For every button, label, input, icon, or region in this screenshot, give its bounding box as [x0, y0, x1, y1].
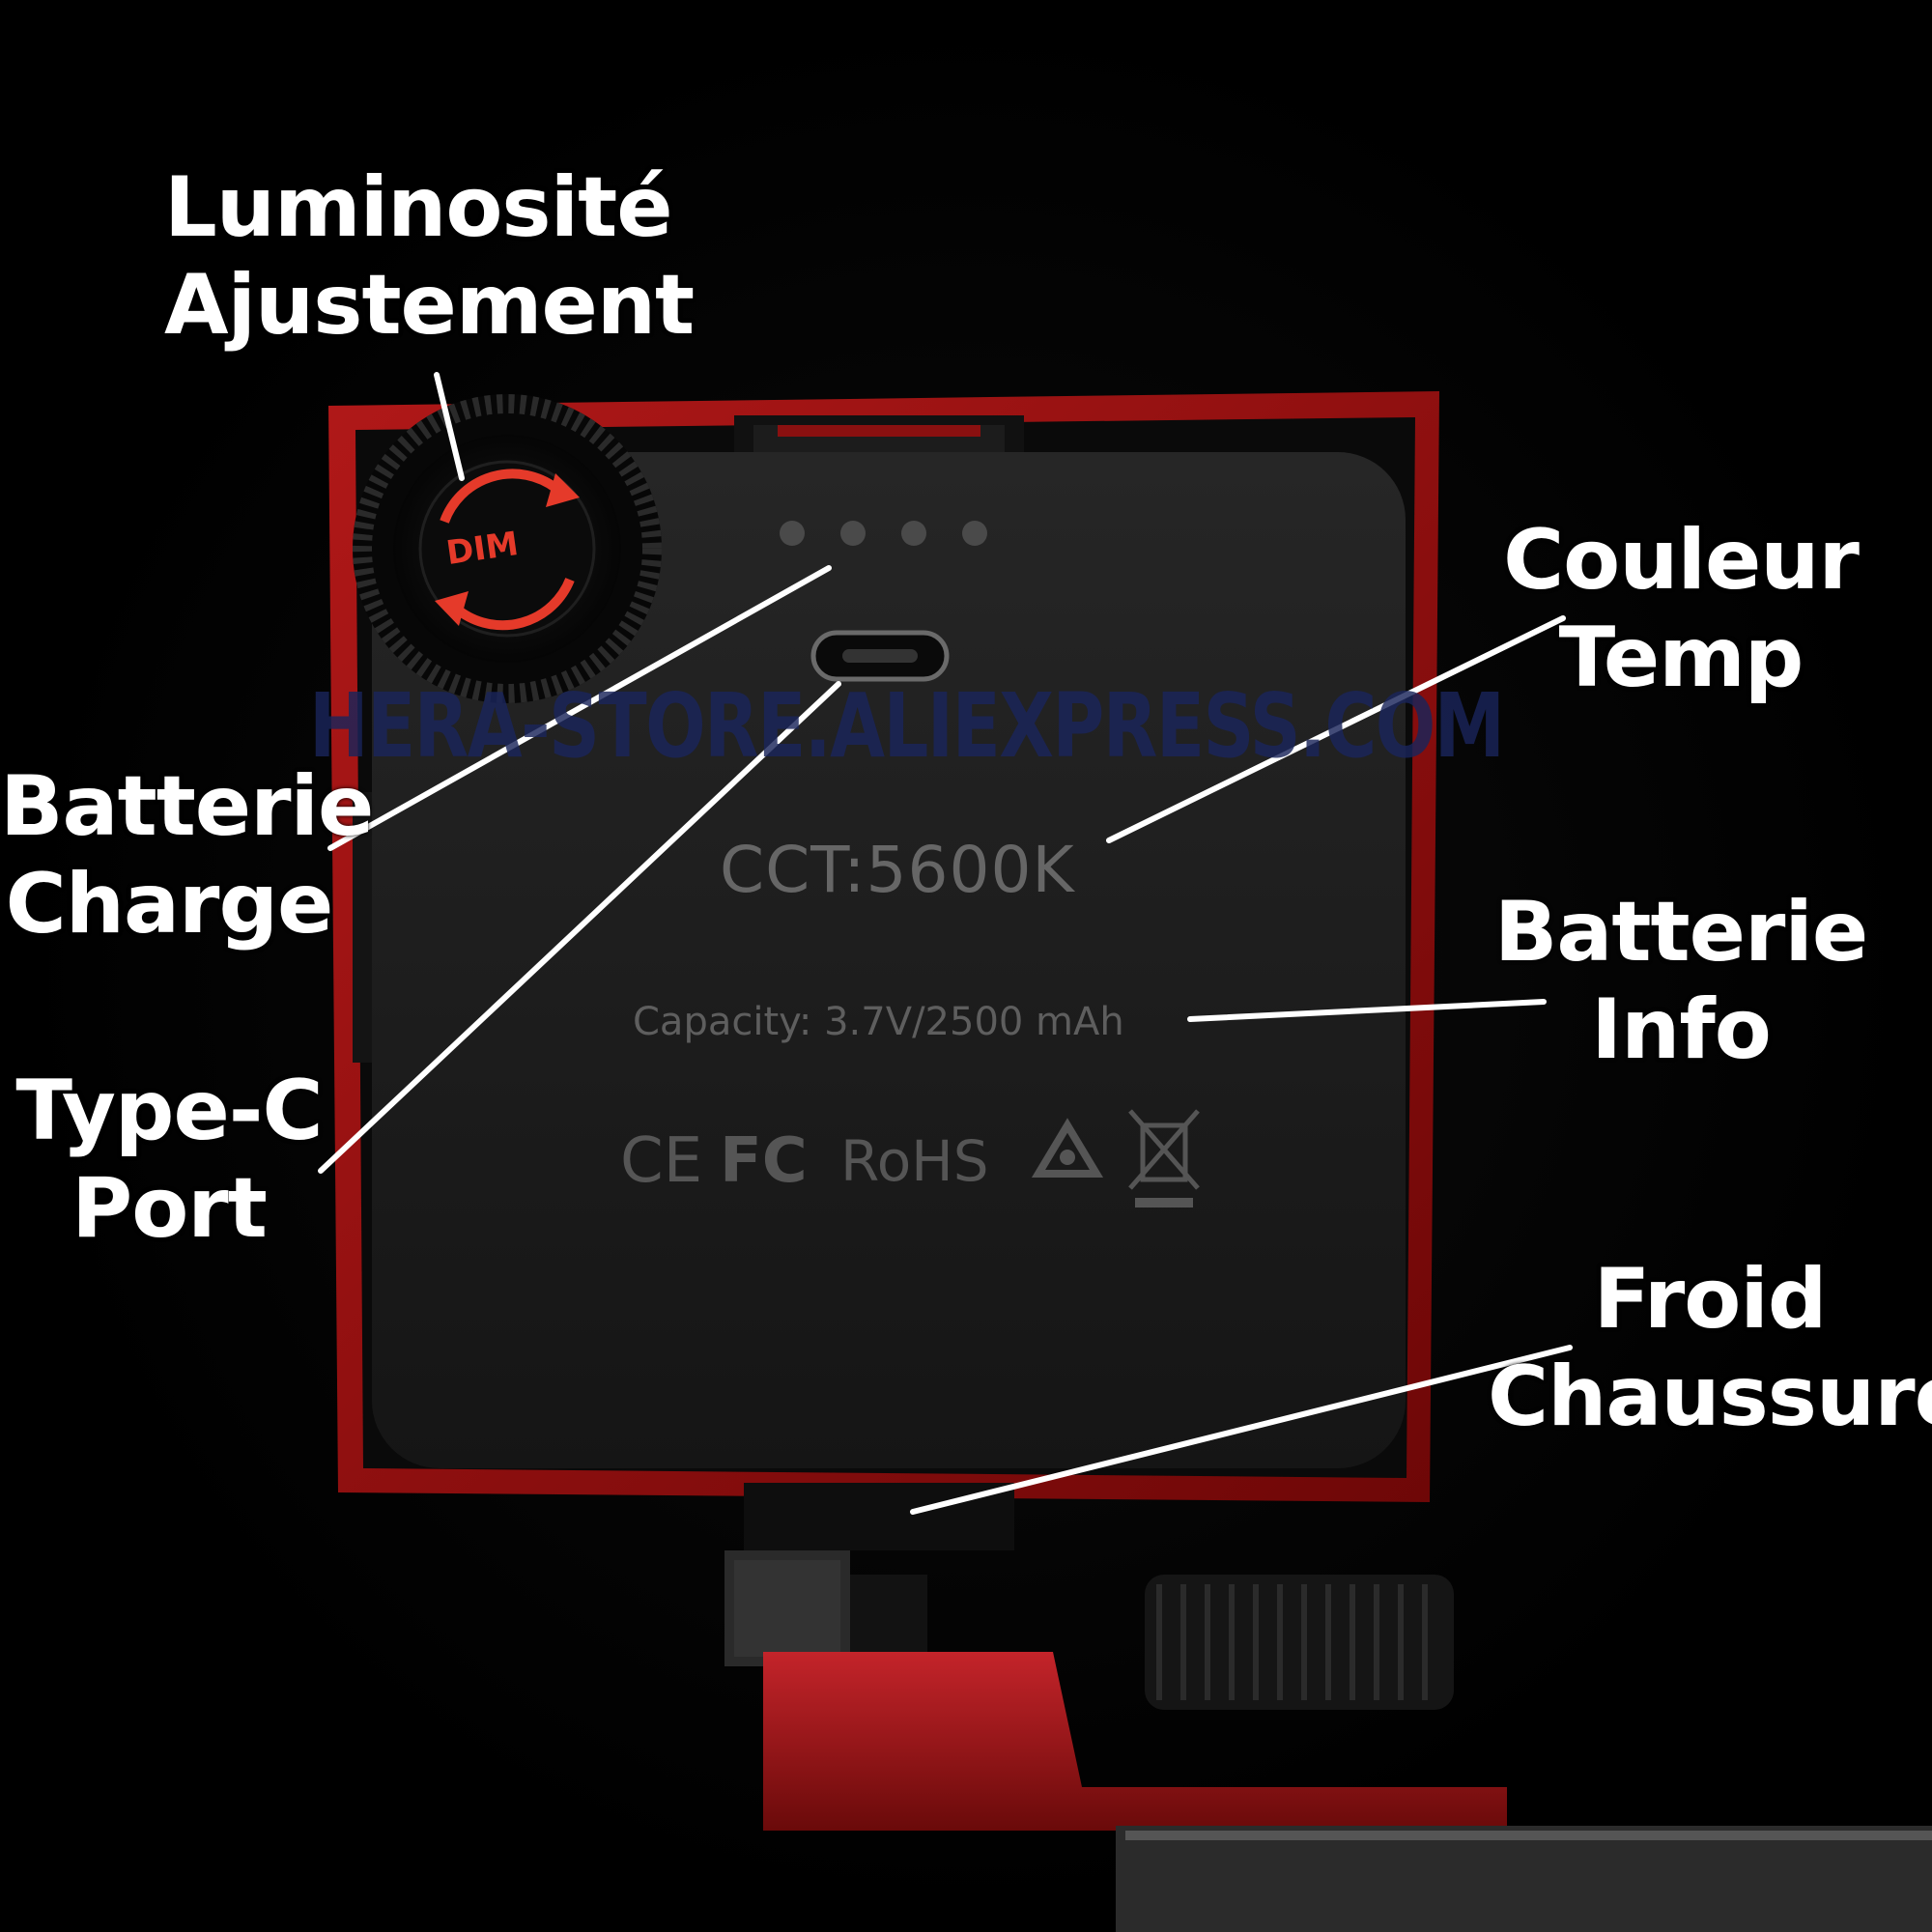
fcc-mark: FC — [720, 1125, 808, 1197]
callout-cold-shoe-line2: Chaussure — [1488, 1349, 1932, 1446]
battery-led — [901, 521, 926, 546]
battery-indicators — [780, 521, 987, 546]
callout-battery-info-line2: Info — [1591, 981, 1772, 1079]
battery-capacity: Capacity: 3.7V/2500 mAh — [633, 1000, 1124, 1044]
battery-led — [840, 521, 866, 546]
store-watermark: HERA-STORE.ALIEXPRESS.COM — [309, 674, 1505, 778]
battery-led — [962, 521, 987, 546]
recycle-icon — [1031, 1118, 1104, 1178]
cold-shoe-mount — [724, 1483, 1932, 1932]
battery-body — [372, 452, 1406, 1468]
callout-type-c: Type-C Port — [0, 1063, 338, 1259]
rohs-mark: RoHS — [840, 1128, 989, 1194]
callout-lines — [318, 372, 1573, 1515]
callout-battery-charge-line1: Batterie — [0, 758, 374, 855]
callout-color-temp-line1: Couleur — [1503, 512, 1860, 609]
callout-brightness: Luminosité Ajustement — [164, 159, 695, 355]
cct-rating: CCT:5600K — [720, 833, 1075, 907]
leader-line-cold-shoe — [910, 1345, 1573, 1515]
leader-line-battery-info — [1187, 999, 1547, 1022]
leader-line-color-temp — [1106, 615, 1566, 843]
callout-color-temp: Couleur Temp — [1488, 512, 1874, 708]
callout-battery-info-line1: Batterie — [1493, 884, 1868, 980]
weee-bin-icon — [1128, 1109, 1200, 1208]
callout-cold-shoe: Froid Chaussure — [1488, 1251, 1932, 1447]
callout-type-c-line1: Type-C — [15, 1063, 323, 1159]
dim-dial — [353, 394, 662, 703]
callout-battery-charge-line2: Charge — [5, 856, 334, 953]
usb-c-port — [810, 630, 950, 682]
callout-battery-charge: Batterie Charge — [0, 758, 374, 954]
leader-line-battery-charge — [327, 565, 832, 851]
ce-mark: CE — [620, 1125, 703, 1197]
leader-line-brightness — [434, 372, 465, 481]
callout-brightness-line2: Ajustement — [164, 257, 695, 355]
callout-color-temp-line2: Temp — [1558, 610, 1804, 707]
callout-brightness-line1: Luminosité — [164, 159, 673, 256]
callout-cold-shoe-line1: Froid — [1593, 1251, 1828, 1348]
battery-led — [780, 521, 805, 546]
leader-line-type-c — [318, 681, 841, 1174]
callout-battery-info: Batterie Info — [1488, 884, 1874, 1080]
callout-type-c-line2: Port — [71, 1160, 268, 1258]
